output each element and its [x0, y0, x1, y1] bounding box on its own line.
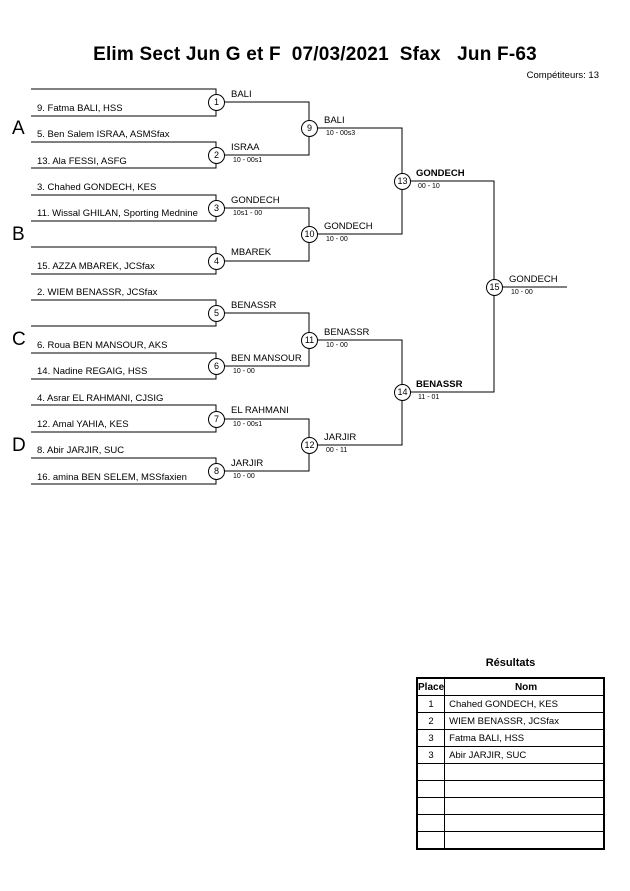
result-place — [416, 763, 446, 781]
result-place: 3 — [416, 746, 446, 764]
result-name — [444, 797, 605, 815]
results-col-place: Place — [416, 677, 446, 696]
match-14-winner: BENASSR — [416, 379, 463, 390]
match-8-winner: JARJIR — [231, 458, 264, 469]
result-name — [444, 763, 605, 781]
entrant-slot-2: 9. Fatma BALI, HSS — [37, 103, 123, 114]
entrant-slot-12: 14. Nadine REGAIG, HSS — [37, 366, 148, 377]
match-4-badge: 4 — [208, 253, 225, 270]
match-5-winner: BENASSR — [231, 300, 277, 311]
match-2-winner: ISRAA — [231, 142, 260, 153]
match-7-badge: 7 — [208, 411, 225, 428]
entrant-slot-4: 13. Ala FESSI, ASFG — [37, 156, 127, 167]
entrant-slot-15: 8. Abir JARJIR, SUC — [37, 445, 125, 456]
match-6-score: 10 - 00 — [233, 368, 255, 375]
match-3-badge: 3 — [208, 200, 225, 217]
page-title: Elim Sect Jun G et F 07/03/2021 Sfax Jun… — [93, 44, 537, 65]
table-row — [416, 763, 605, 781]
match-12-score: 00 - 11 — [326, 447, 348, 454]
results-header-row: Place Nom — [416, 677, 605, 696]
match-2-score: 10 - 00s1 — [233, 157, 263, 164]
match-11-badge: 11 — [301, 332, 318, 349]
result-place — [416, 831, 446, 850]
match-8-score: 10 - 00 — [233, 473, 255, 480]
result-place: 2 — [416, 712, 446, 730]
match-15-score: 10 - 00 — [511, 289, 533, 296]
pool-label-a: A — [12, 118, 25, 139]
match-10-winner: GONDECH — [324, 221, 373, 232]
match-13-score: 00 - 10 — [418, 183, 440, 190]
pool-label-d: D — [12, 435, 26, 456]
results-title: Résultats — [485, 657, 536, 669]
match-15-badge: 15 — [486, 279, 503, 296]
match-2-badge: 2 — [208, 147, 225, 164]
result-name: Abir JARJIR, SUC — [444, 746, 605, 764]
match-12-badge: 12 — [301, 437, 318, 454]
result-place — [416, 797, 446, 815]
match-13-winner: GONDECH — [416, 168, 465, 179]
result-name: Chahed GONDECH, KES — [444, 695, 605, 713]
match-6-badge: 6 — [208, 358, 225, 375]
entrant-slot-16: 16. amina BEN SELEM, MSSfaxien — [37, 472, 187, 483]
match-9-badge: 9 — [301, 120, 318, 137]
entrant-slot-14: 12. Amal YAHIA, KES — [37, 419, 129, 430]
entrant-slot-13: 4. Asrar EL RAHMANI, CJSIG — [37, 393, 164, 404]
match-12-winner: JARJIR — [324, 432, 357, 443]
competitors-count: Compétiteurs: 13 — [526, 70, 599, 81]
match-9-winner: BALI — [324, 115, 345, 126]
entrant-slot-5: 3. Chahed GONDECH, KES — [37, 182, 157, 193]
result-place: 1 — [416, 695, 446, 713]
match-5-badge: 5 — [208, 305, 225, 322]
match-7-score: 10 - 00s1 — [233, 421, 263, 428]
match-11-winner: BENASSR — [324, 327, 370, 338]
match-1-winner: BALI — [231, 89, 252, 100]
match-13-badge: 13 — [394, 173, 411, 190]
match-6-winner: BEN MANSOUR — [231, 353, 302, 364]
result-place: 3 — [416, 729, 446, 747]
result-name: Fatma BALI, HSS — [444, 729, 605, 747]
table-row — [416, 831, 605, 850]
results-col-name: Nom — [444, 677, 605, 696]
result-place — [416, 814, 446, 832]
entrant-slot-9: 2. WIEM BENASSR, JCSfax — [37, 287, 158, 298]
match-4-winner: MBAREK — [231, 247, 272, 258]
result-name — [444, 814, 605, 832]
match-3-winner: GONDECH — [231, 195, 280, 206]
result-place — [416, 780, 446, 798]
table-row — [416, 780, 605, 798]
match-7-winner: EL RAHMANI — [231, 405, 289, 416]
entrant-slot-8: 15. AZZA MBAREK, JCSfax — [37, 261, 155, 272]
pool-label-b: B — [12, 224, 25, 245]
match-8-badge: 8 — [208, 463, 225, 480]
match-14-badge: 14 — [394, 384, 411, 401]
match-10-score: 10 - 00 — [326, 236, 348, 243]
match-3-score: 10s1 - 00 — [233, 210, 263, 217]
entrant-slot-11: 6. Roua BEN MANSOUR, AKS — [37, 340, 168, 351]
entrant-slot-6: 11. Wissal GHILAN, Sporting Mednine — [37, 208, 198, 219]
entrant-slot-3: 5. Ben Salem ISRAA, ASMSfax — [37, 129, 170, 140]
match-1-badge: 1 — [208, 94, 225, 111]
result-name: WIEM BENASSR, JCSfax — [444, 712, 605, 730]
match-15-winner: GONDECH — [509, 274, 558, 285]
match-11-score: 10 - 00 — [326, 342, 348, 349]
match-9-score: 10 - 00s3 — [326, 130, 356, 137]
table-row — [416, 797, 605, 815]
table-row — [416, 814, 605, 832]
result-name — [444, 780, 605, 798]
result-name — [444, 831, 605, 850]
pool-label-c: C — [12, 329, 26, 350]
match-14-score: 11 - 01 — [418, 394, 440, 401]
match-10-badge: 10 — [301, 226, 318, 243]
